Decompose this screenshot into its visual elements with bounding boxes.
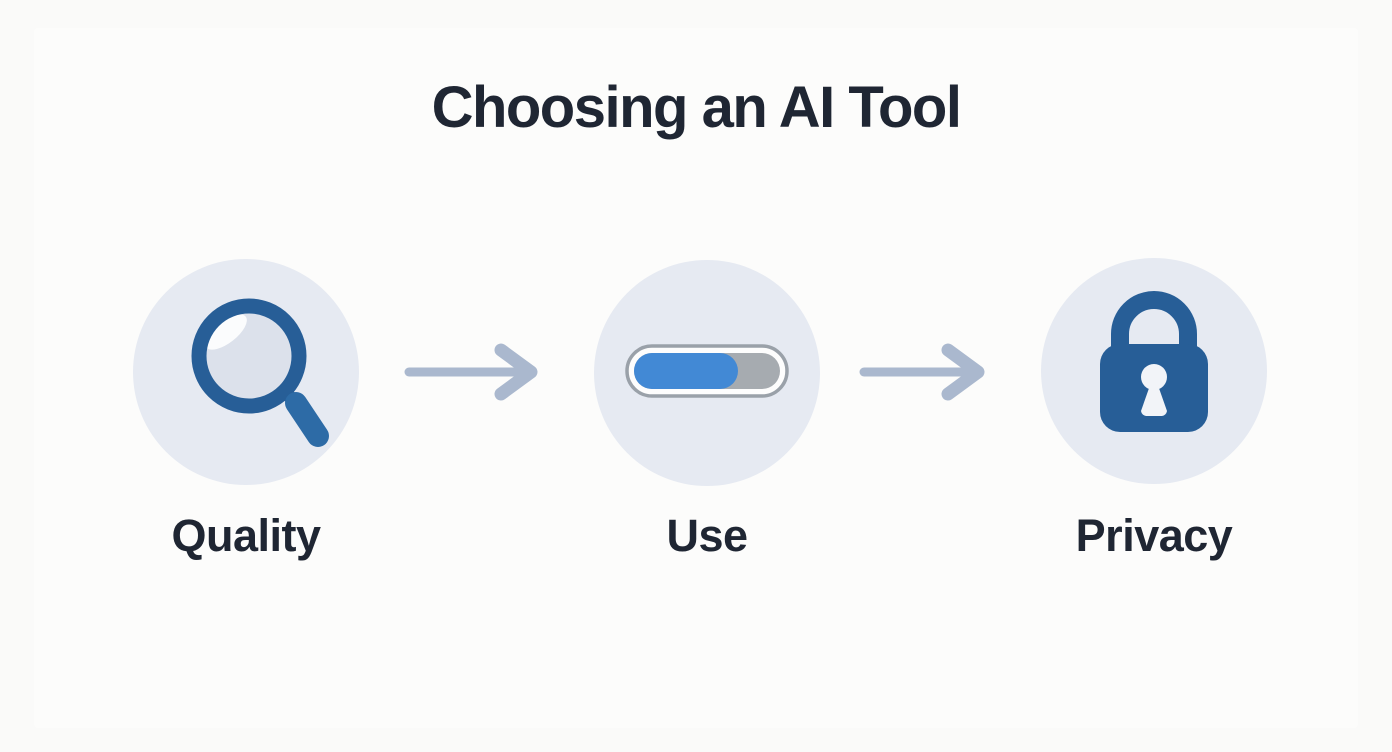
magnifier-icon [133, 257, 359, 488]
toggle-switch-icon [625, 343, 789, 403]
padlock-icon [1041, 256, 1267, 487]
arrow-right-icon [850, 342, 992, 402]
step-use-circle [594, 260, 820, 486]
arrow-right-icon [403, 342, 545, 402]
step-label-use: Use [666, 510, 748, 561]
step-privacy-circle [1041, 258, 1267, 484]
step-label-privacy: Privacy [1075, 510, 1233, 561]
step-quality-circle [133, 259, 359, 485]
step-label-quality: Quality [171, 510, 321, 561]
page-title: Choosing an AI Tool [431, 75, 962, 140]
